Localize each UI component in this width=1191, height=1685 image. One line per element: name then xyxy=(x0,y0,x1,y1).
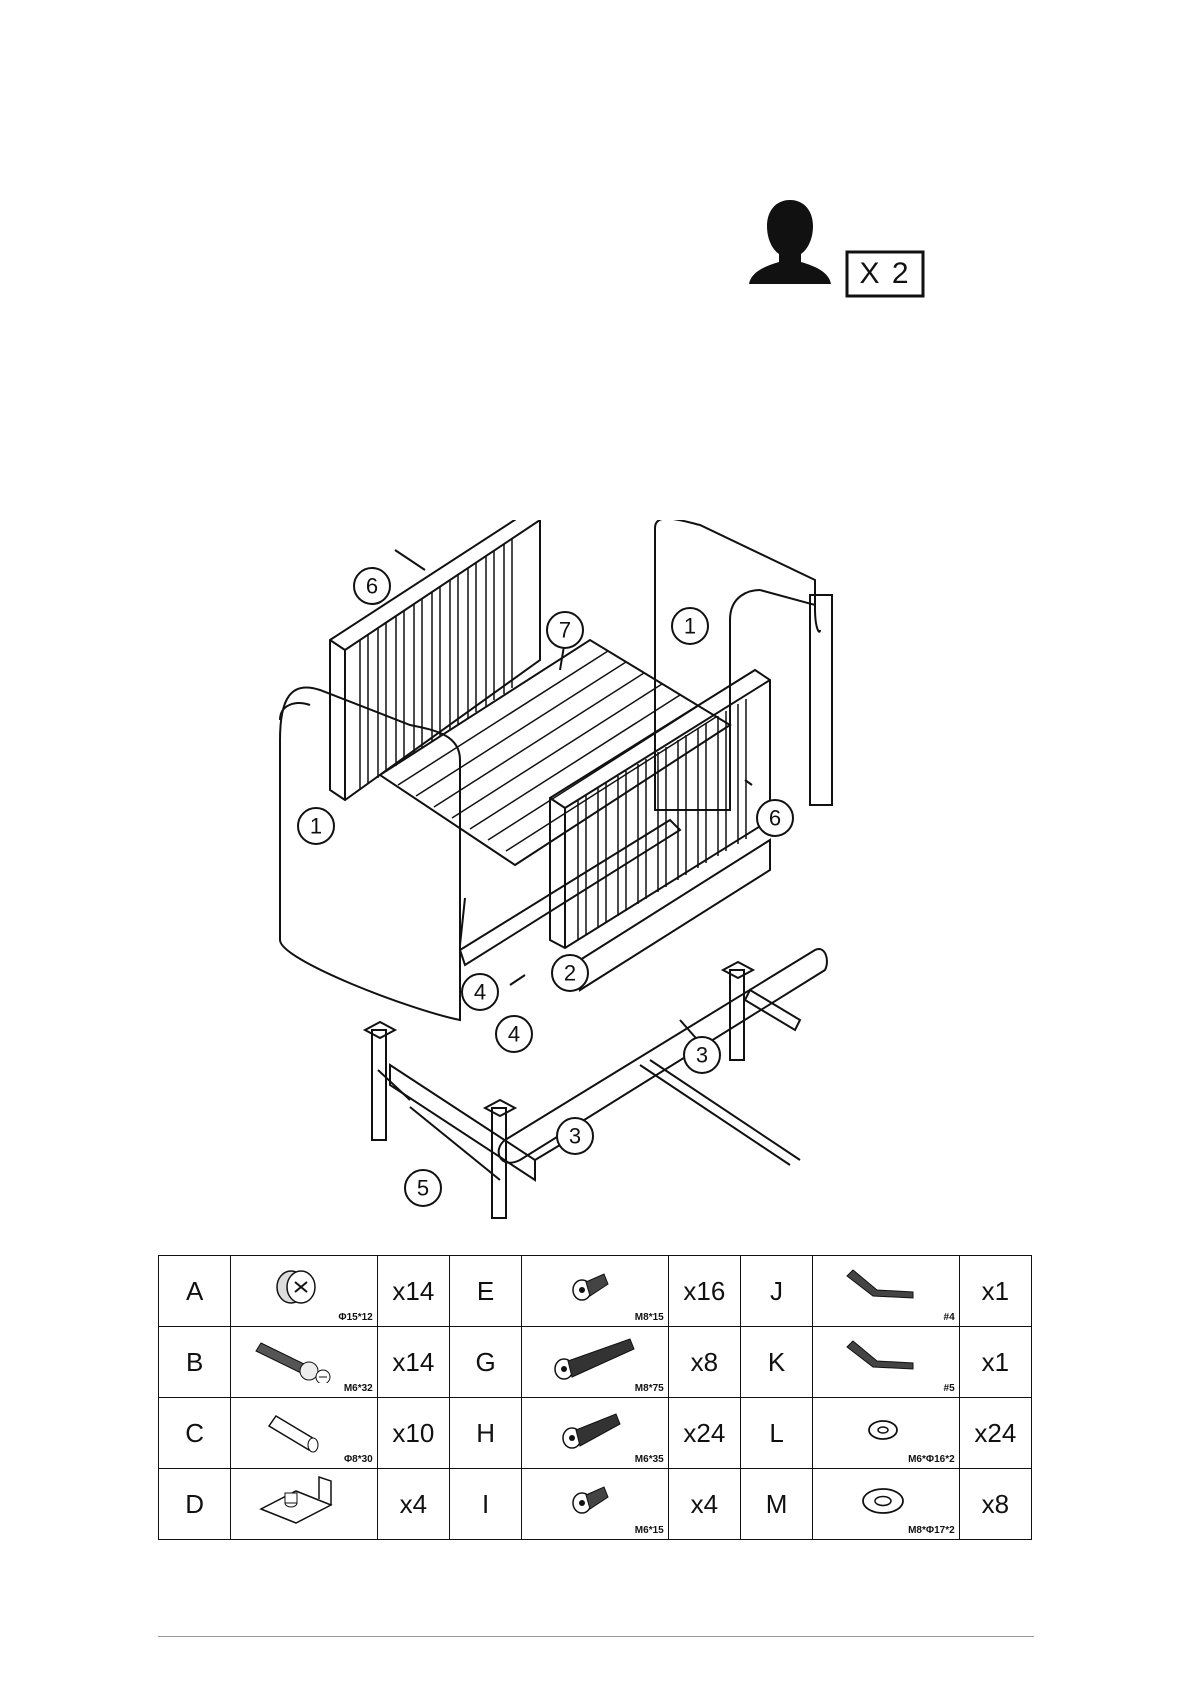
footer-divider xyxy=(158,1636,1034,1637)
part-quantity: x8 xyxy=(668,1327,740,1398)
part-spec: M6*35 xyxy=(635,1454,664,1465)
part-letter: G xyxy=(449,1327,521,1398)
part-spec: M8*Φ17*2 xyxy=(908,1525,955,1536)
part-spec: M8*15 xyxy=(635,1312,664,1323)
part-quantity: x16 xyxy=(668,1256,740,1327)
rail-4-back xyxy=(460,820,680,965)
part-quantity: x24 xyxy=(959,1398,1031,1469)
callout-4-back: 4 xyxy=(474,980,486,1005)
short-bolt-icon xyxy=(542,1475,642,1525)
part-letter: E xyxy=(449,1256,521,1327)
callout-3-left: 3 xyxy=(569,1124,581,1149)
part-letter: B xyxy=(159,1327,231,1398)
part-quantity: x24 xyxy=(668,1398,740,1469)
part-letter: L xyxy=(740,1398,812,1469)
part-image: M8*15 xyxy=(522,1256,669,1327)
part-quantity: x10 xyxy=(377,1398,449,1469)
cam-bolt-icon xyxy=(251,1333,351,1383)
panel-2 xyxy=(580,840,770,990)
part-image: M6*Φ16*2 xyxy=(813,1398,960,1469)
rail-4-front xyxy=(499,949,827,1163)
callout-3-right: 3 xyxy=(696,1043,708,1068)
bracket-icon xyxy=(251,1475,351,1525)
persons-count: X 2 xyxy=(847,252,923,296)
part-spec: Φ15*12 xyxy=(338,1312,372,1323)
persons-required: X 2 xyxy=(745,196,925,306)
crib-exploded-diagram: 1 1 2 3 3 4 4 5 6 6 7 xyxy=(260,520,860,1220)
part-spec: M6*Φ16*2 xyxy=(908,1454,955,1465)
part-letter: A xyxy=(159,1256,231,1327)
part-image xyxy=(231,1469,378,1540)
part-quantity: x14 xyxy=(377,1327,449,1398)
part-image: M8*75 xyxy=(522,1327,669,1398)
part-letter: M xyxy=(740,1469,812,1540)
medium-bolt-icon xyxy=(542,1404,642,1454)
callout-2: 2 xyxy=(564,961,576,986)
part-quantity: x1 xyxy=(959,1256,1031,1327)
rail-3-right xyxy=(745,990,800,1030)
back-rail xyxy=(330,520,540,800)
long-bolt-icon xyxy=(542,1333,642,1383)
callout-6-back: 6 xyxy=(366,574,378,599)
part-letter: J xyxy=(740,1256,812,1327)
part-image: Φ8*30 xyxy=(231,1398,378,1469)
short-bolt-icon xyxy=(542,1262,642,1312)
washer-icon xyxy=(833,1404,933,1454)
part-spec: #5 xyxy=(944,1383,955,1394)
large-washer-icon xyxy=(833,1475,933,1525)
callout-1-left: 1 xyxy=(310,814,322,839)
part-quantity: x4 xyxy=(668,1469,740,1540)
part-letter: D xyxy=(159,1469,231,1540)
callout-4-front: 4 xyxy=(508,1022,520,1047)
end-panel-right xyxy=(655,528,760,810)
part-image: M6*35 xyxy=(522,1398,669,1469)
crib-drawing: 1 1 2 3 3 4 4 5 6 6 7 xyxy=(260,520,860,1220)
part-letter: C xyxy=(159,1398,231,1469)
part-quantity: x1 xyxy=(959,1327,1031,1398)
callout-1-right: 1 xyxy=(684,614,696,639)
dowel-icon xyxy=(251,1404,351,1454)
allen-key-icon xyxy=(833,1333,933,1383)
part-spec: Φ8*30 xyxy=(344,1454,373,1465)
allen-key-icon xyxy=(833,1262,933,1312)
part-quantity: x14 xyxy=(377,1256,449,1327)
part-letter: K xyxy=(740,1327,812,1398)
part-image: #5 xyxy=(813,1327,960,1398)
part-quantity: x8 xyxy=(959,1469,1031,1540)
leg xyxy=(730,970,744,1060)
part-image: M8*Φ17*2 xyxy=(813,1469,960,1540)
cam-lock-icon xyxy=(251,1262,351,1312)
end-panel-right-edge xyxy=(810,595,832,805)
callout-7: 7 xyxy=(559,618,571,643)
part-spec: M6*15 xyxy=(635,1525,664,1536)
part-spec: #4 xyxy=(944,1312,955,1323)
part-letter: H xyxy=(449,1398,521,1469)
leg xyxy=(492,1108,506,1218)
leg xyxy=(372,1030,386,1140)
part-spec: M8*75 xyxy=(635,1383,664,1394)
part-image: M6*32 xyxy=(231,1327,378,1398)
part-image: M6*15 xyxy=(522,1469,669,1540)
callout-6-front: 6 xyxy=(769,806,781,831)
part-image: #4 xyxy=(813,1256,960,1327)
part-image: Φ15*12 xyxy=(231,1256,378,1327)
part-letter: I xyxy=(449,1469,521,1540)
part-quantity: x4 xyxy=(377,1469,449,1540)
callout-5: 5 xyxy=(417,1176,429,1201)
part-spec: M6*32 xyxy=(344,1383,373,1394)
